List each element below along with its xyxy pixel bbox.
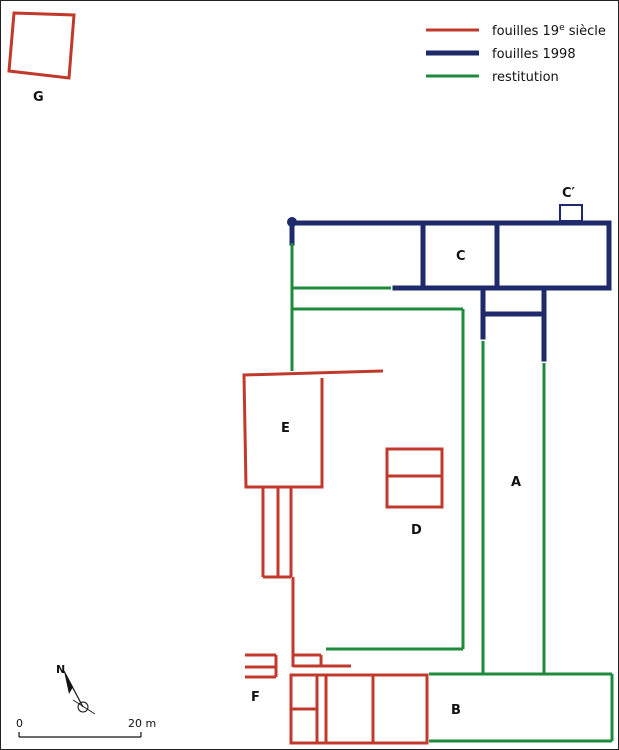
corner-marker xyxy=(287,217,297,227)
building-g xyxy=(7,11,76,80)
label-f: F xyxy=(251,690,260,705)
scale-start: 0 xyxy=(16,717,23,730)
legend-label-19th-century: fouilles 19e siècle xyxy=(492,23,606,39)
legend-label-restitution: restitution xyxy=(492,70,559,85)
excavation-19th-century xyxy=(242,369,444,745)
label-e: E xyxy=(281,421,290,436)
legend: fouilles 19e siècle fouilles 1998 restit… xyxy=(426,23,606,85)
label-g: G xyxy=(33,90,44,105)
label-a: A xyxy=(511,475,521,490)
label-d: D xyxy=(411,523,422,538)
label-c-prime: C′ xyxy=(562,186,576,201)
scale-end: 20 m xyxy=(128,717,156,730)
north-label: N xyxy=(56,663,65,676)
room-c-prime xyxy=(559,204,583,222)
scale-bar: 0 20 m xyxy=(16,717,156,738)
legend-label-1998: fouilles 1998 xyxy=(492,47,576,62)
excavation-1998 xyxy=(289,220,612,362)
restitution-walls xyxy=(290,243,614,743)
label-c: C xyxy=(456,249,466,264)
north-arrow-icon: N xyxy=(56,663,96,715)
label-b: B xyxy=(451,703,461,718)
